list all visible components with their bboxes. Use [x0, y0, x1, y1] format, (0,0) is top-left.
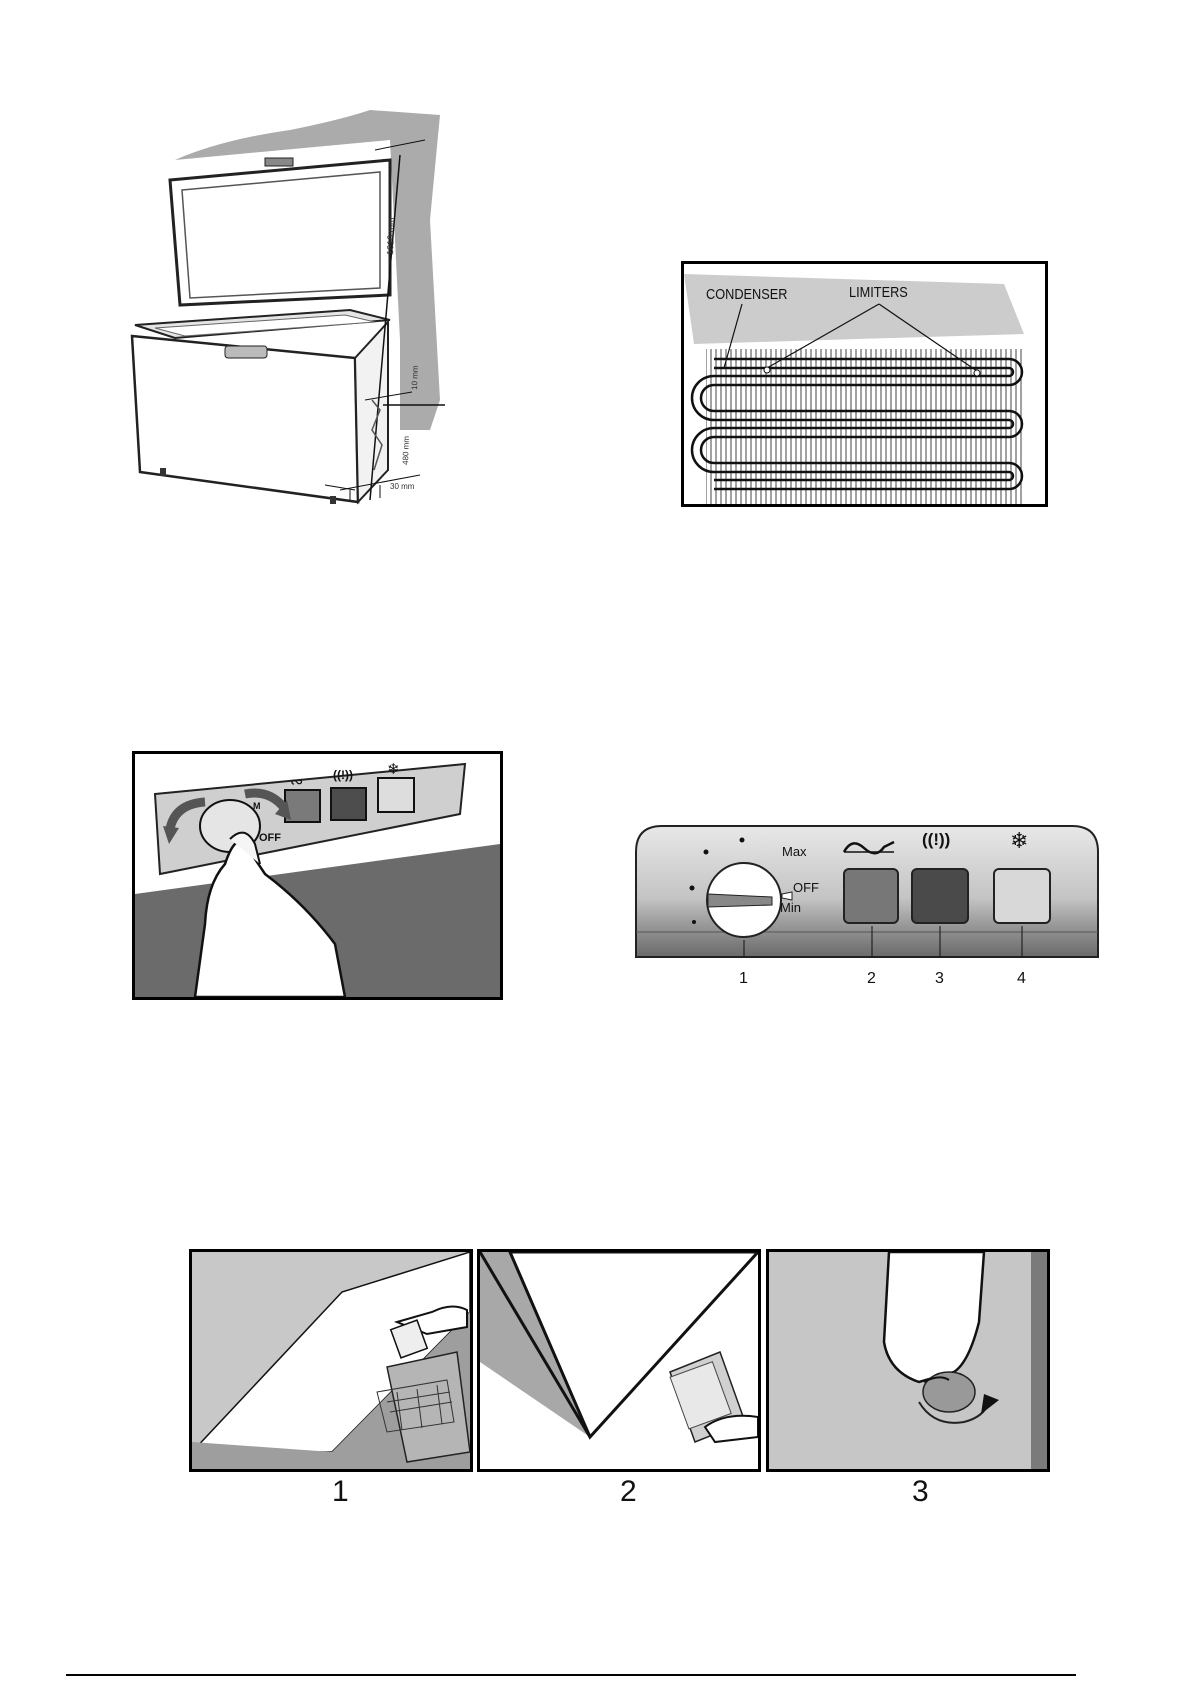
defrost-step-1 [189, 1249, 473, 1472]
step-number-1: 1 [332, 1475, 349, 1509]
defrost-step-3 [766, 1249, 1050, 1472]
max-label: Max [782, 844, 807, 859]
knob-off-label: OFF [259, 832, 281, 844]
indicator-2 [844, 869, 898, 923]
condenser-figure: CONDENSER LIMITERS [681, 261, 1048, 507]
callout-4: 4 [1017, 970, 1026, 988]
step-number-2: 2 [620, 1475, 637, 1509]
dimension-height: 1610 mm [385, 217, 396, 255]
limiters-label: LIMITERS [849, 284, 908, 301]
step-number-3: 3 [912, 1475, 929, 1509]
freezer-body [132, 336, 358, 502]
dimension-wall-gap: 30 mm [390, 482, 415, 491]
strip-alarm-icon: ((!)) [333, 768, 353, 782]
alarm-icon: ((!)) [922, 830, 950, 850]
dimension-top-gap: 10 mm [410, 365, 420, 390]
snowflake-icon: ❄ [1010, 828, 1028, 854]
callout-3: 3 [935, 970, 944, 988]
indicator-3 [912, 869, 968, 923]
strip-wave-icon: ∾ [290, 772, 303, 792]
installation-figure: 1610 mm 10 mm 480 mm 30 mm [100, 100, 500, 540]
condenser-label: CONDENSER [706, 286, 787, 303]
indicator-4 [994, 869, 1050, 923]
off-label: OFF [793, 880, 819, 895]
dimension-depth: 480 mm [401, 436, 411, 466]
min-label: Min [780, 900, 801, 915]
callout-1: 1 [739, 970, 748, 988]
control-panel-figure: ((!)) ❄ Max OFF Min 1 2 3 4 [632, 822, 1102, 1002]
knob-max-fragment: M [253, 801, 261, 811]
hand-step-3 [884, 1252, 984, 1382]
hand-knob-figure: OFF M ∾ ((!)) ❄ [132, 751, 503, 1000]
bottom-rule [66, 1674, 1076, 1676]
defrost-step-2 [477, 1249, 761, 1472]
strip-snowflake-icon: ❄ [387, 760, 400, 778]
callout-2: 2 [867, 970, 876, 988]
